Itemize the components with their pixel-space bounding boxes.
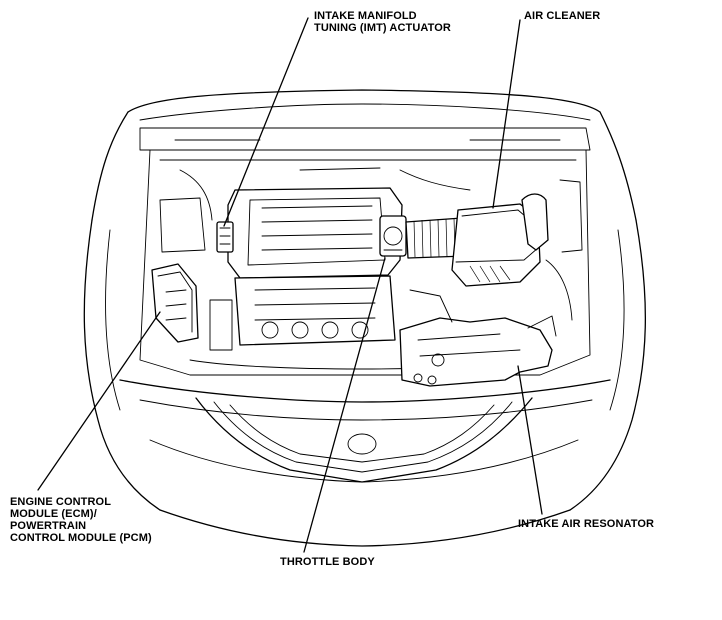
ecm-pcm-part: [151, 263, 199, 343]
throttle-body-part: [379, 215, 407, 257]
imt-actuator-label: INTAKE MANIFOLD TUNING (IMT) ACTUATOR: [314, 10, 451, 34]
air-cleaner-part: [451, 193, 549, 287]
leader-air-cleaner: [492, 19, 521, 209]
leader-lines: [37, 17, 543, 553]
leader-throttle-body: [303, 257, 386, 553]
throttle-body-label-text: THROTTLE BODY: [280, 556, 375, 568]
engine-bay-frame: [139, 127, 591, 376]
ecm-pcm-label-line2: MODULE (ECM)/: [10, 508, 97, 520]
intake-air-resonator-part: [399, 315, 557, 387]
imt-actuator-label-line1: INTAKE MANIFOLD: [314, 10, 417, 22]
intake-air-resonator-label: INTAKE AIR RESONATOR: [518, 518, 654, 530]
leader-imt-actuator: [223, 17, 309, 227]
air-cleaner-label-text: AIR CLEANER: [524, 10, 601, 22]
ecm-pcm-label-line3: POWERTRAIN: [10, 520, 87, 532]
leader-intake-air-resonator: [517, 365, 543, 515]
engine-block: [209, 187, 403, 351]
ecm-pcm-label-line1: ENGINE CONTROL: [10, 496, 112, 508]
imt-actuator-part: [216, 221, 234, 253]
ecm-pcm-label: ENGINE CONTROL MODULE (ECM)/ POWERTRAIN …: [10, 496, 152, 544]
throttle-body-label: THROTTLE BODY: [280, 556, 375, 568]
imt-actuator-label-line2: TUNING (IMT) ACTUATOR: [314, 22, 451, 34]
intake-air-resonator-label-text: INTAKE AIR RESONATOR: [518, 518, 655, 530]
ecm-pcm-label-line4: CONTROL MODULE (PCM): [10, 532, 152, 544]
hood-outline: [91, 89, 637, 221]
leader-ecm-pcm: [37, 311, 161, 491]
engine-bay-details: [159, 167, 583, 323]
air-cleaner-label: AIR CLEANER: [524, 10, 600, 22]
front-bumper: [119, 379, 611, 547]
